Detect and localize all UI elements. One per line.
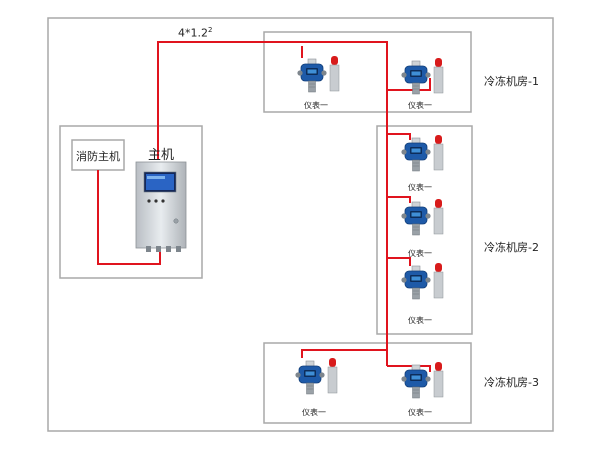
- host-group-box: [59, 125, 203, 279]
- room-2-instrument-1-label: 仪表一: [408, 183, 432, 192]
- room-3-name: 冷冻机房-3: [484, 376, 539, 389]
- room-1-detector-1: [296, 55, 340, 93]
- room-1-instrument-1-label: 仪表一: [304, 101, 328, 110]
- room-3-instrument-1-label: 仪表一: [302, 408, 326, 417]
- room-1-name: 冷冻机房-1: [484, 75, 539, 88]
- room-3-instrument-2-label: 仪表一: [408, 408, 432, 417]
- room-2-name: 冷冻机房-2: [484, 241, 539, 254]
- room-2-box: [376, 125, 473, 335]
- cable-spec-label: 4*1.22: [178, 26, 213, 40]
- outer-frame: [47, 17, 554, 432]
- fire-host-box: [71, 139, 125, 171]
- room-3-box: [263, 342, 472, 424]
- room-2-detector-3: [400, 262, 444, 300]
- room-3-detector-1: [294, 357, 338, 395]
- room-1-detector-2: [400, 57, 444, 95]
- room-2-instrument-3-label: 仪表一: [408, 316, 432, 325]
- cable-lines: [97, 41, 431, 372]
- fire-host-label: 消防主机: [76, 150, 120, 163]
- room-2-instrument-2-label: 仪表一: [408, 249, 432, 258]
- room-3-detector-2: [400, 361, 444, 399]
- room-1-instrument-2-label: 仪表一: [408, 101, 432, 110]
- room-1-box: [263, 31, 472, 113]
- host-label: 主机: [148, 148, 175, 163]
- host-controller-icon: [135, 161, 187, 252]
- room-2-detector-1: [400, 134, 444, 172]
- room-2-detector-2: [400, 198, 444, 236]
